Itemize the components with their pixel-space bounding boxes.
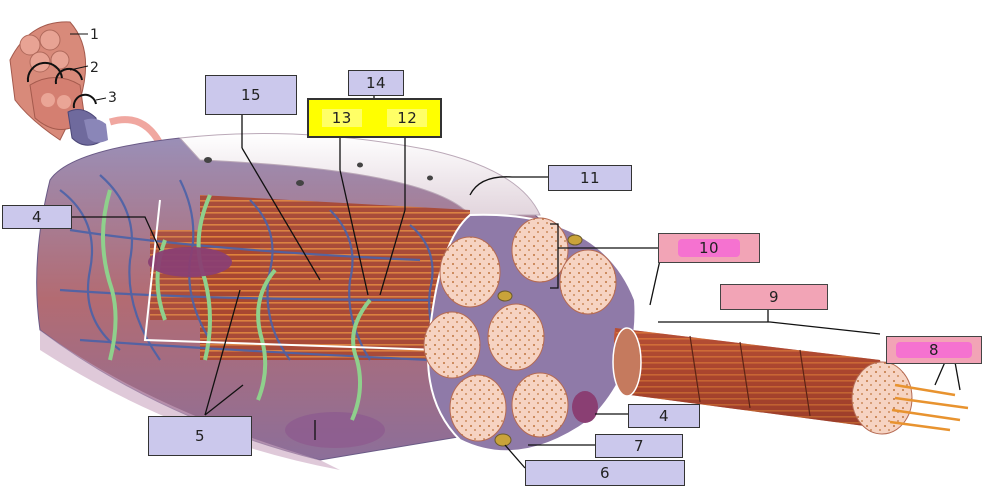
label-box-9: 9 (720, 284, 828, 310)
label-3: 3 (108, 90, 117, 106)
label-box-8: 8 (886, 336, 982, 364)
label-13: 13 (321, 109, 362, 127)
label-box-6: 6 (525, 460, 685, 486)
label-box-4-left: 4 (2, 205, 72, 229)
label-box-14: 14 (348, 70, 404, 96)
label-box-10: 10 (658, 233, 760, 263)
label-1: 1 (90, 27, 99, 43)
muscle-bundle-thumbnail (9, 21, 108, 146)
myofibril-ends (423, 217, 617, 442)
nucleus-left (148, 247, 232, 277)
label-box-13-12: 13 12 (307, 98, 442, 138)
myofibril-extended (612, 327, 913, 435)
mitochondria (494, 234, 583, 447)
label-box-4-right: 4 (628, 404, 700, 428)
label-12: 12 (387, 109, 428, 127)
label-box-5: 5 (148, 416, 252, 456)
myofilaments (889, 383, 969, 432)
nucleus-right (572, 391, 598, 423)
label-box-7: 7 (595, 434, 683, 458)
label-box-11: 11 (548, 165, 632, 191)
label-2: 2 (90, 60, 99, 76)
label-box-15: 15 (205, 75, 297, 115)
leader-lines (72, 88, 961, 469)
